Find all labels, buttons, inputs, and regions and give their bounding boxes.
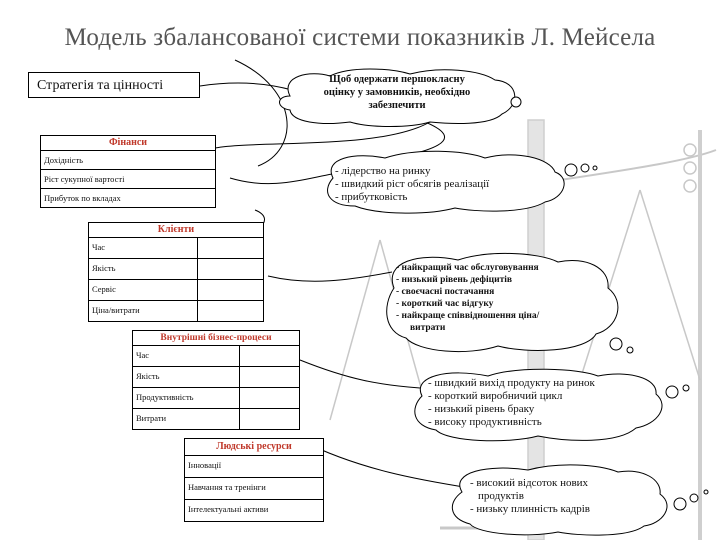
arrow-to-finance	[234, 59, 288, 167]
cloud-people-text: - високий відсоток нових продуктів - низ…	[470, 477, 590, 515]
cloud-clients-text: - найкращий час обслуговування- низький …	[396, 263, 540, 333]
cloud-finance-shape	[327, 150, 598, 214]
table-row: Ріст сукупної вартості	[40, 170, 216, 189]
table-row: Час	[132, 346, 300, 367]
cloud-people-shape	[452, 464, 709, 536]
clients-header: Клієнти	[88, 222, 264, 238]
cloud-internal-text: - швидкий вихід продукту на ринок- корот…	[428, 377, 595, 428]
table-row: Інновації	[184, 456, 324, 478]
strategy-box: Стратегія та цінності	[28, 72, 200, 98]
arrow-cloud-finance	[214, 121, 431, 149]
cloud-clients-shape	[386, 252, 634, 354]
table-row: Прибуток по вкладах	[40, 189, 216, 208]
table-row: Дохідність	[40, 151, 216, 170]
cloud-finance-text: - лідерство на ринку- швидкий ріст обсяг…	[335, 165, 490, 203]
cloud-top-shape	[279, 68, 522, 127]
people-header: Людські ресурси	[184, 438, 324, 456]
arrow-strategy-cloud	[199, 82, 293, 91]
internal-header: Внутрішні бізнес-процеси	[132, 330, 300, 346]
table-row: Навчання та тренінги	[184, 478, 324, 500]
table-row: Час	[88, 238, 264, 259]
table-row: Ціна/витрати	[88, 301, 264, 322]
table-row: Інтелектуальні активи	[184, 500, 324, 522]
finance-header: Фінанси	[40, 135, 216, 151]
page-title: Модель збалансованої системи показників …	[64, 24, 656, 51]
cloud-internal-shape	[414, 368, 690, 442]
table-row: Продуктивність	[132, 388, 300, 409]
table-row: Витрати	[132, 409, 300, 430]
table-row: Якість	[88, 259, 264, 280]
table-row: Сервіс	[88, 280, 264, 301]
table-row: Якість	[132, 367, 300, 388]
